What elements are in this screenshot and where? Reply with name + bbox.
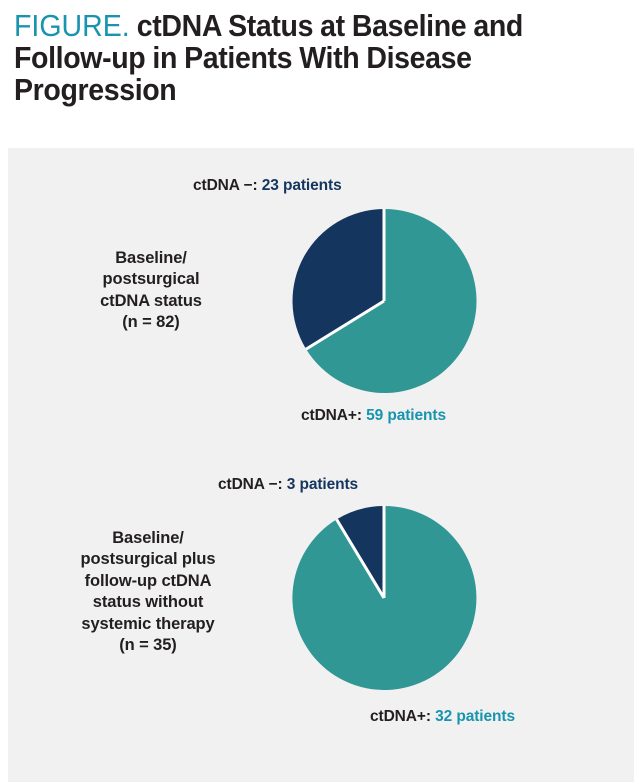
chart-block-baseline: Baseline/ postsurgical ctDNA status (n =… bbox=[8, 148, 634, 448]
figure-panel: Baseline/ postsurgical ctDNA status (n =… bbox=[8, 148, 634, 782]
chart-1-side-label-line-3: status without bbox=[92, 593, 204, 612]
chart-0-negative-callout-key: ctDNA −: bbox=[193, 177, 262, 194]
chart-1-side-label-line-4: systemic therapy bbox=[81, 614, 215, 633]
chart-1-positive-callout-key: ctDNA+: bbox=[370, 708, 436, 725]
chart-0-side-label-line-0: Baseline/ bbox=[115, 249, 187, 267]
chart-1-positive-callout-value: 32 patients bbox=[435, 708, 515, 725]
chart-1-side-label-line-2: follow-up ctDNA bbox=[84, 571, 212, 590]
chart-1-side-label-line-0: Baseline/ bbox=[112, 529, 184, 547]
chart-0-pie bbox=[289, 206, 479, 396]
chart-1-negative-callout-key: ctDNA −: bbox=[218, 476, 287, 493]
chart-0-positive-callout-key: ctDNA+: bbox=[301, 407, 367, 424]
chart-1-negative-callout: ctDNA −: 3 patients bbox=[218, 476, 358, 494]
figure-header: FIGURE. ctDNA Status at Baseline and Fol… bbox=[14, 8, 622, 108]
chart-0-side-label: Baseline/ postsurgical ctDNA status (n =… bbox=[44, 248, 258, 334]
figure-title-text: ctDNA Status at Baseline and Follow-up i… bbox=[14, 8, 523, 108]
chart-1-pie-svg bbox=[292, 505, 477, 690]
chart-1-positive-callout: ctDNA+: 32 patients bbox=[370, 708, 515, 726]
chart-0-slice-positive bbox=[306, 208, 477, 393]
chart-1-side-label-line-5: (n = 35) bbox=[119, 636, 177, 655]
chart-1-side-label: Baseline/ postsurgical plus follow-up ct… bbox=[34, 528, 262, 657]
chart-1-negative-callout-value: 3 patients bbox=[286, 476, 359, 493]
chart-1-slice-negative bbox=[336, 506, 384, 598]
chart-0-side-label-line-1: postsurgical bbox=[102, 270, 200, 289]
chart-block-followup: Baseline/ postsurgical plus follow-up ct… bbox=[8, 448, 634, 782]
chart-0-side-label-line-3: (n = 82) bbox=[122, 313, 180, 332]
chart-0-positive-callout-value: 59 patients bbox=[366, 407, 446, 424]
chart-0-side-label-line-2: ctDNA status bbox=[100, 291, 202, 310]
chart-0-negative-callout-value: 23 patients bbox=[261, 177, 342, 194]
page-title: FIGURE. ctDNA Status at Baseline and Fol… bbox=[14, 8, 573, 108]
figure-label: FIGURE. bbox=[14, 8, 130, 43]
chart-0-pie-svg bbox=[292, 208, 477, 393]
chart-0-negative-callout: ctDNA −: 23 patients bbox=[193, 177, 342, 195]
chart-0-positive-callout: ctDNA+: 59 patients bbox=[301, 407, 446, 425]
chart-1-side-label-line-1: postsurgical plus bbox=[80, 550, 216, 569]
chart-1-pie bbox=[289, 503, 479, 693]
chart-0-divider-left bbox=[305, 299, 385, 351]
chart-1-divider-wedge bbox=[335, 518, 386, 599]
